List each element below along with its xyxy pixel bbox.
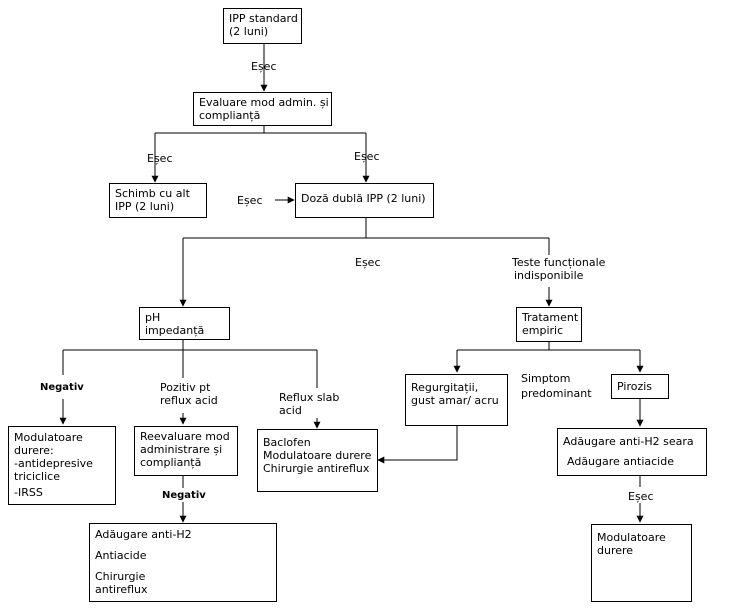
node-adaugare-antih2: Adăugare anti-H2 Antiacide Chirurgie ant… (89, 523, 277, 602)
node-text: Modulatoare durere (263, 449, 372, 462)
node-text: Tratament (522, 311, 579, 324)
edge-label-simptom: Simptom predominant (521, 371, 592, 401)
label-text: predominant (521, 387, 592, 400)
node-text: Adăugare anti-H2 seara (563, 435, 694, 448)
label-text: Pozitiv pt (160, 381, 211, 394)
node-text: Baclofen (263, 436, 311, 449)
label-text: indisponibile (514, 269, 584, 282)
node-doza-dubla: Doză dublă IPP (2 luni) (295, 183, 434, 218)
node-text: IPP standard (229, 12, 298, 25)
node-text: durere: (14, 444, 54, 457)
node-tratament-empiric: Tratament empiric (516, 307, 582, 342)
edge-label-esec: Eșec (354, 150, 380, 163)
edge-label-esec: Eșec (355, 256, 381, 269)
label-text: Teste funcționale (512, 256, 606, 269)
edge-label-pozitiv: Pozitiv pt reflux acid (160, 381, 218, 407)
node-text: -antidepresive (14, 457, 93, 470)
node-antih2-seara: Adăugare anti-H2 seara Adăugare antiacid… (557, 428, 707, 476)
node-text: impedanță (145, 324, 205, 337)
edge-label-teste: Teste funcționale indisponibile (512, 256, 605, 282)
node-regurgitatii: Regurgitații, gust amar/ acru (405, 374, 508, 426)
node-text: gust amar/ acru (411, 394, 499, 407)
node-reevaluare: Reevaluare mod administrare și complianț… (134, 426, 238, 476)
node-text: Schimb cu alt (115, 187, 190, 200)
node-text: IPP (2 luni) (115, 200, 175, 213)
node-text: empiric (522, 324, 564, 337)
node-ipp-standard: IPP standard (2 luni) (223, 8, 302, 44)
node-text: Chirurgie antireflux (263, 462, 370, 475)
node-text: complianță (199, 109, 261, 122)
node-text: Antiacide (95, 549, 147, 562)
node-text: Adăugare anti-H2 (95, 528, 192, 541)
node-schimb: Schimb cu alt IPP (2 luni) (109, 183, 207, 218)
label-text: Simptom (521, 372, 571, 385)
node-text: Modulatoare (597, 531, 666, 544)
node-ph-impedanta: pH impedanță (139, 307, 230, 340)
edge-label-reflux-slab: Reflux slab acid (279, 391, 339, 417)
connector (377, 426, 458, 464)
label-text: Reflux slab (279, 391, 340, 404)
edge-label-esec: Eșec (628, 490, 654, 503)
edge-label-esec: Eșec (237, 194, 263, 207)
node-text: Regurgitații, (411, 381, 479, 394)
node-pirozis: Pirozis (611, 374, 669, 399)
node-text: pH (145, 311, 161, 324)
node-text: triciclice (14, 470, 60, 483)
node-text: Adăugare antiacide (567, 455, 674, 468)
node-modulatoare-durere-1: Modulatoare durere: -antidepresive trici… (8, 426, 116, 505)
node-text: (2 luni) (229, 25, 269, 38)
edge-label-esec: Eșec (251, 60, 277, 73)
node-text: durere (597, 544, 634, 557)
node-baclofen: Baclofen Modulatoare durere Chirurgie an… (257, 429, 378, 492)
label-text: reflux acid (160, 394, 218, 407)
node-text: Reevaluare mod (140, 430, 230, 443)
edge-label-negativ: Negativ (40, 382, 84, 393)
node-text: antireflux (95, 583, 148, 596)
node-text: -IRSS (14, 486, 43, 499)
label-text: acid (279, 404, 302, 417)
node-text: Chirurgie (95, 570, 146, 583)
node-text: administrare și (140, 443, 223, 456)
node-text: complianță (140, 456, 202, 469)
node-text: Evaluare mod admin. și (199, 96, 329, 109)
node-evaluare: Evaluare mod admin. și complianță (193, 92, 332, 126)
edge-label-negativ: Negativ (162, 490, 206, 501)
node-modulatoare-durere-2: Modulatoare durere (591, 524, 692, 602)
edge-label-esec: Eșec (147, 152, 173, 165)
node-text: Modulatoare (14, 431, 83, 444)
node-text: Pirozis (617, 380, 653, 393)
node-text: Doză dublă IPP (2 luni) (301, 192, 426, 205)
